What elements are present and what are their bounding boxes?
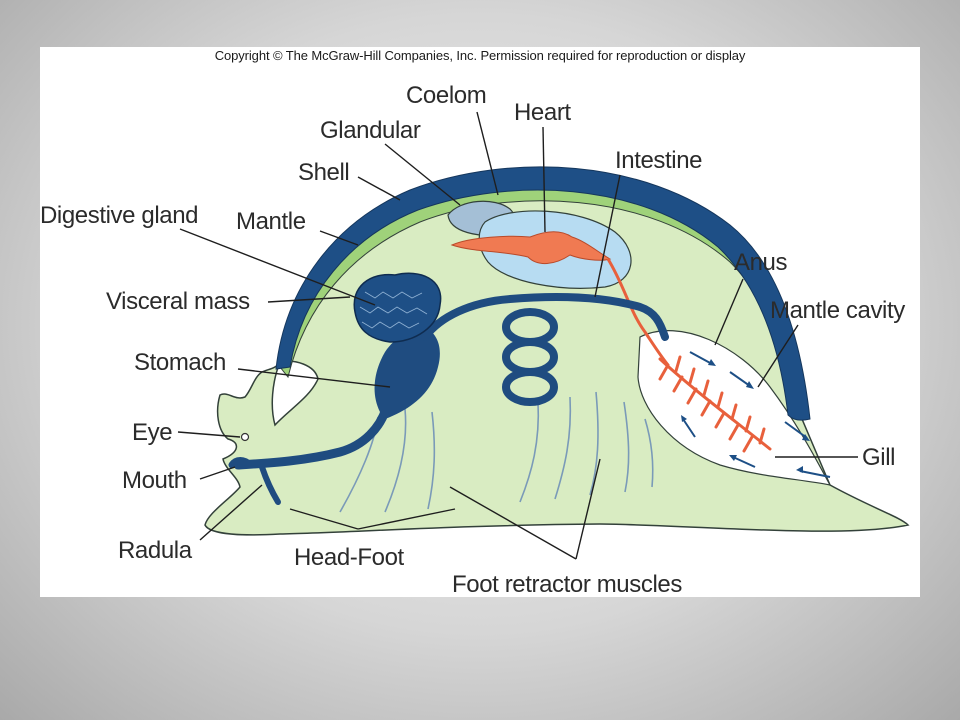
copyright-notice: Copyright © The McGraw-Hill Companies, I… [214,48,746,63]
label-foot-retractor-muscles: Foot retractor muscles [452,571,682,597]
label-heart: Heart [514,99,571,126]
retractor-muscle-3 [427,411,436,510]
label-coelom: Coelom [406,82,486,109]
retractor-muscle-6 [589,391,599,496]
gill [658,355,772,453]
heart [450,231,612,264]
label-mouth: Mouth [122,467,187,494]
label-digestive-gland: Digestive gland [40,202,198,229]
label-intestine: Intestine [615,147,702,174]
shell [275,166,811,421]
retractor-muscle-8 [644,418,654,488]
label-shell: Shell [298,159,349,186]
label-mantle: Mantle [236,208,306,235]
intestine-coil [502,308,558,406]
eye [240,432,250,442]
label-glandular: Glandular [320,117,421,144]
radula [259,464,281,505]
retractor-muscle-5 [554,396,572,500]
intestine-tube [421,293,669,341]
retractor-muscle-7 [623,401,630,493]
label-visceral-mass: Visceral mass [106,288,250,315]
stomach [374,329,440,419]
retractor-muscle-4 [519,401,540,503]
retractor-muscle-2 [384,408,407,513]
water-flow-arrows [681,351,831,478]
digestive-gland-texture [359,291,428,329]
figure-panel: Coelom Heart Glandular Intestine Shell D… [40,47,920,597]
label-gill: Gill [862,444,895,471]
label-mantle-cavity: Mantle cavity [770,297,905,324]
intestine-path [606,258,670,366]
label-head-foot: Head-Foot [294,544,405,571]
mouth [228,457,254,469]
gastropod-diagram: Coelom Heart Glandular Intestine Shell D… [40,82,910,597]
label-anus: Anus [734,249,788,276]
label-radula: Radula [118,537,193,564]
label-stomach: Stomach [134,349,226,376]
esophagus [233,404,391,470]
leader-lines [177,111,858,560]
label-eye: Eye [132,419,172,446]
